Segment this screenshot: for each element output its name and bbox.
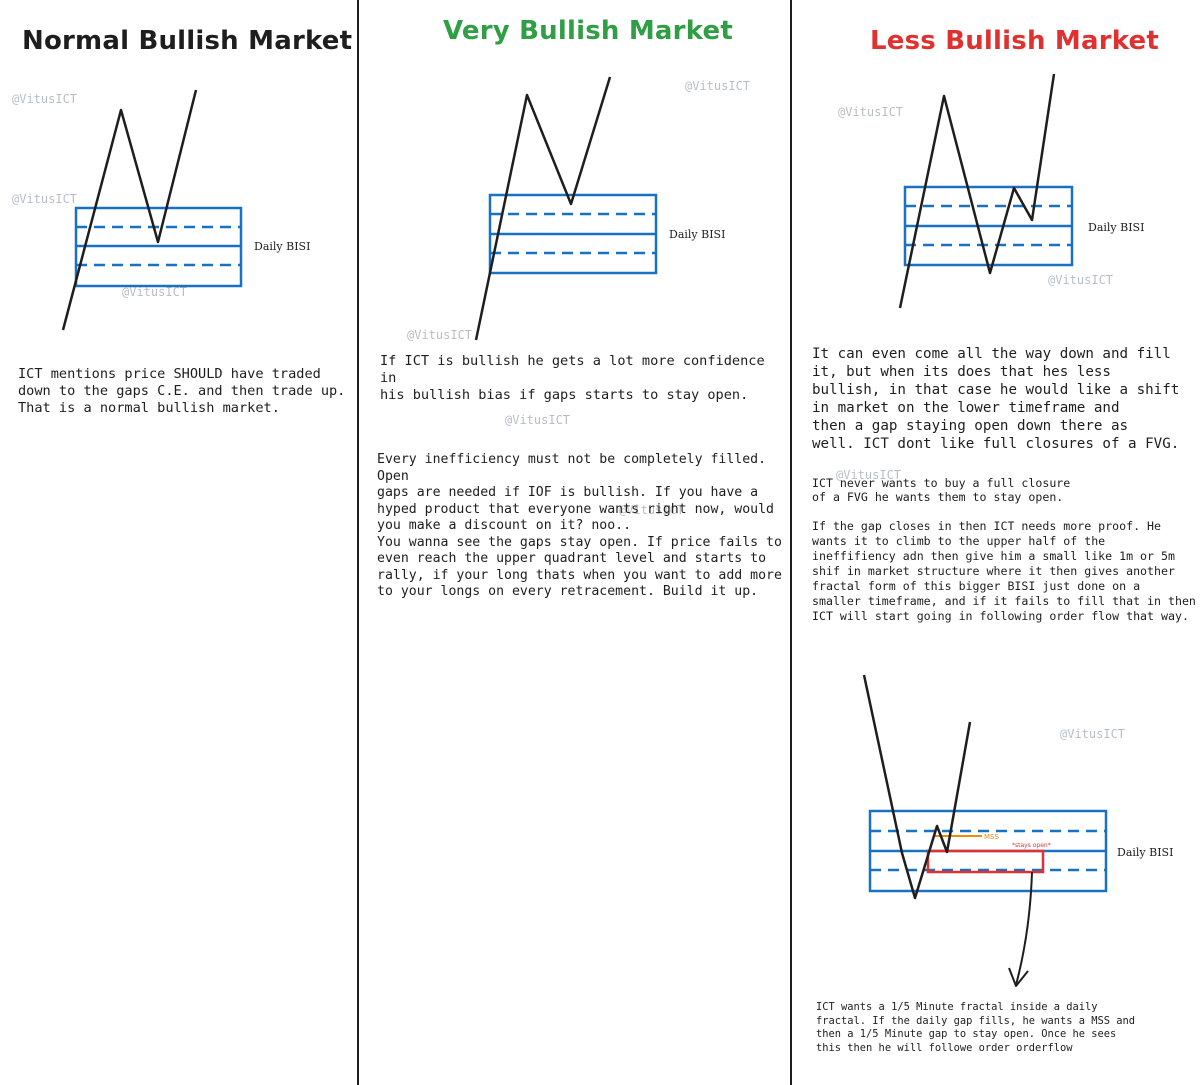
- less-description-2: ICT never wants to buy a full closure of…: [812, 476, 1071, 505]
- normal-bullish-diagram: Daily BISI: [61, 89, 310, 331]
- panel-divider-right: [790, 0, 792, 1085]
- less-description-1: It can even come all the way down and fi…: [812, 346, 1180, 453]
- price-path-fractal: [862, 674, 972, 900]
- watermark: @VitusICT: [407, 328, 473, 342]
- normal-description: ICT mentions price SHOULD have traded do…: [18, 366, 346, 416]
- watermark: @VitusICT: [619, 503, 685, 517]
- panel-title-very: Very Bullish Market: [443, 16, 733, 46]
- mss-label: MSS: [984, 833, 999, 841]
- daily-bisi-label-fractal: Daily BISI: [1117, 846, 1173, 859]
- daily-bisi-box: [903, 185, 1074, 267]
- panel-title-normal: Normal Bullish Market: [22, 26, 353, 56]
- daily-bisi-label: Daily BISI: [669, 228, 725, 241]
- daily-bisi-label: Daily BISI: [1088, 221, 1144, 234]
- panel-very-bullish: Very Bullish Market @VitusICT @VitusICT …: [359, 0, 791, 1085]
- panel-title-less: Less Bullish Market: [870, 26, 1160, 56]
- stays-open-gap: [926, 849, 1045, 874]
- panel-divider-left: [357, 0, 359, 1085]
- watermark: @VitusICT: [838, 105, 904, 119]
- watermark: @VitusICT: [505, 413, 571, 427]
- stays-open-label: *stays open*: [1012, 842, 1051, 849]
- down-arrow-head: [1008, 967, 1029, 987]
- watermark: @VitusICT: [685, 79, 751, 93]
- watermark: @VitusICT: [12, 192, 78, 206]
- daily-bisi-box: [488, 193, 658, 275]
- price-path: [898, 73, 1056, 309]
- watermark: @VitusICT: [12, 92, 78, 106]
- price-path: [61, 89, 198, 331]
- less-description-4: ICT wants a 1/5 Minute fractal inside a …: [816, 1001, 1136, 1054]
- less-description-3: If the gap closes in then ICT needs more…: [812, 519, 1196, 624]
- panel-normal-bullish: Normal Bullish Market @VitusICT @VitusIC…: [0, 0, 358, 1085]
- very-description-2: Every inefficiency must not be completel…: [377, 452, 782, 599]
- daily-bisi-label: Daily BISI: [254, 240, 310, 253]
- watermark: @VitusICT: [122, 285, 188, 299]
- watermark: @VitusICT: [1048, 273, 1114, 287]
- price-path: [474, 76, 612, 341]
- daily-bisi-box: [74, 206, 243, 288]
- less-bullish-diagram: Daily BISI MSS *stays open* Daily BISI: [862, 73, 1173, 987]
- very-description-1: If ICT is bullish he gets a lot more con…: [380, 353, 765, 403]
- watermark: @VitusICT: [1060, 727, 1126, 741]
- watermark: @VitusICT: [836, 468, 902, 482]
- down-arrow: [1015, 871, 1033, 986]
- very-bullish-diagram: Daily BISI: [474, 76, 725, 341]
- panel-less-bullish: Less Bullish Market @VitusICT @VitusICT …: [792, 0, 1200, 1085]
